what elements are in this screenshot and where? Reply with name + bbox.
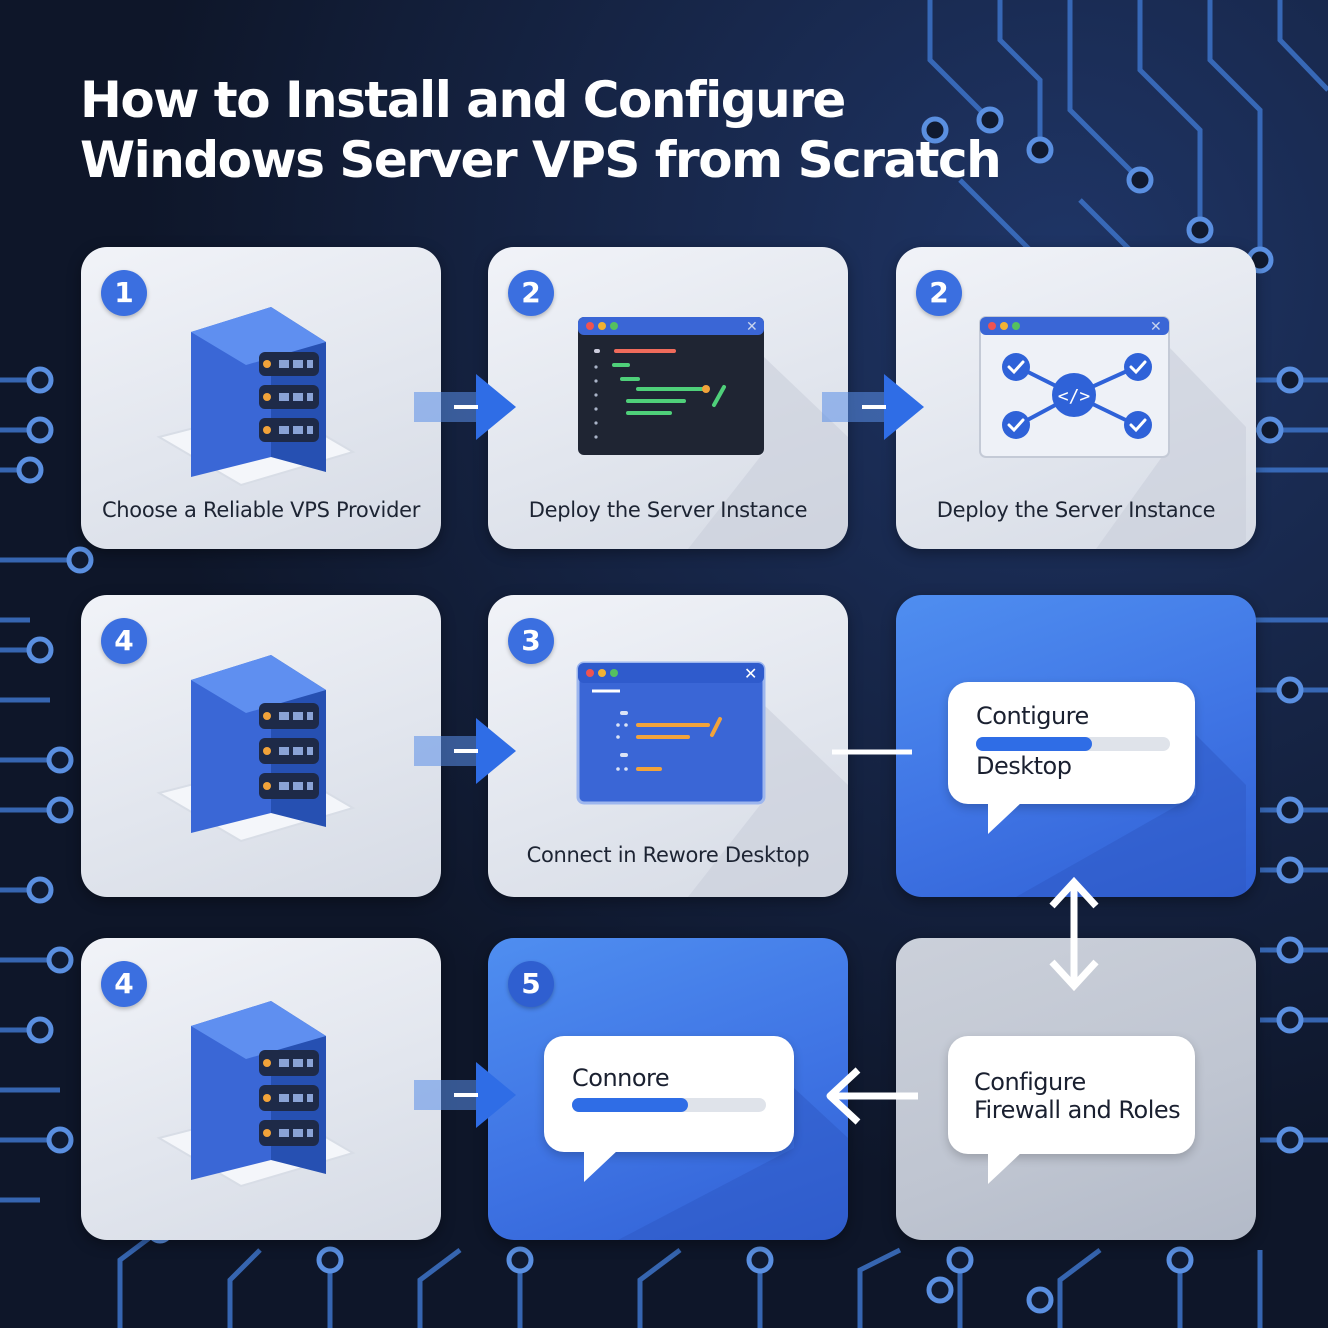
- step-card-6[interactable]: Contigure Desktop: [896, 595, 1256, 897]
- svg-text:✕: ✕: [1150, 319, 1162, 335]
- server-icon: [156, 655, 356, 843]
- bubble-title: Connore: [572, 1064, 670, 1092]
- card-shade: [618, 1088, 848, 1240]
- svg-text:✕: ✕: [744, 664, 757, 683]
- step-card-1[interactable]: 1 Choose a Reliable VPS Provider: [81, 247, 441, 549]
- step-label: Choose a Reliable VPS Provider: [101, 498, 421, 522]
- step-label: Connect in Rewore Desktop: [526, 843, 810, 867]
- step-card-7[interactable]: 4: [81, 938, 441, 1240]
- code-window-icon: ✕: [576, 661, 848, 897]
- right-arrow-icon: [414, 718, 516, 784]
- progress-bubble: Contigure Desktop: [948, 682, 1195, 834]
- step-badge: 5: [508, 961, 554, 1007]
- page-title: How to Install and Configure Windows Ser…: [80, 70, 1002, 190]
- step-badge: 4: [101, 961, 147, 1007]
- title-line-2: Windows Server VPS from Scratch: [80, 131, 1002, 189]
- step-card-5[interactable]: 3 ✕ Connect in Rewore Desktop: [488, 595, 848, 897]
- bubble-tail: [584, 1150, 618, 1182]
- text-bubble: Configure Firewall and Roles: [948, 1036, 1195, 1184]
- bubble-subtitle: Firewall and Roles: [974, 1096, 1181, 1124]
- code-window-icon: ✕: [578, 317, 848, 549]
- step-badge: 3: [508, 618, 554, 664]
- progress-fill: [976, 737, 1093, 751]
- right-arrow-icon: [414, 1062, 516, 1128]
- server-icon: [156, 307, 356, 487]
- step-badge: 2: [508, 270, 554, 316]
- right-arrow-icon: [822, 374, 924, 440]
- progress-fill: [572, 1098, 689, 1112]
- svg-text:✕: ✕: [746, 319, 758, 335]
- step-card-8[interactable]: 5 Connore: [488, 938, 848, 1240]
- progress-bar: [572, 1098, 766, 1112]
- left-arrow-icon: [826, 1067, 918, 1125]
- step-label: Deploy the Server Instance: [936, 498, 1216, 522]
- step-card-9[interactable]: Configure Firewall and Roles: [896, 938, 1256, 1240]
- bubble-title: Configure: [974, 1068, 1086, 1096]
- step-badge: 2: [916, 270, 962, 316]
- svg-text:</>: </>: [1058, 386, 1091, 407]
- bubble-title: Contigure: [976, 702, 1089, 730]
- step-card-2[interactable]: 2 ✕ Deploy the Server Instance: [488, 247, 848, 549]
- bubble-subtitle: Desktop: [976, 752, 1072, 780]
- bubble-tail: [988, 802, 1022, 834]
- title-line-1: How to Install and Configure: [80, 71, 846, 129]
- step-card-4[interactable]: 4: [81, 595, 441, 897]
- step-badge: 1: [101, 270, 147, 316]
- progress-bubble: Connore: [544, 1036, 794, 1182]
- step-label: Deploy the Server Instance: [528, 498, 808, 522]
- server-icon: [156, 1001, 356, 1188]
- progress-bar: [976, 737, 1170, 751]
- step-card-3[interactable]: 2 ✕ </> Deploy the Server Instance: [896, 247, 1256, 549]
- card-shade: [1016, 735, 1246, 897]
- network-window-icon: ✕ </>: [979, 316, 1246, 549]
- right-arrow-icon: [414, 374, 516, 440]
- bubble-tail: [988, 1152, 1022, 1184]
- connector-line: [832, 749, 912, 755]
- up-down-arrow-icon: [1049, 876, 1099, 992]
- step-badge: 4: [101, 618, 147, 664]
